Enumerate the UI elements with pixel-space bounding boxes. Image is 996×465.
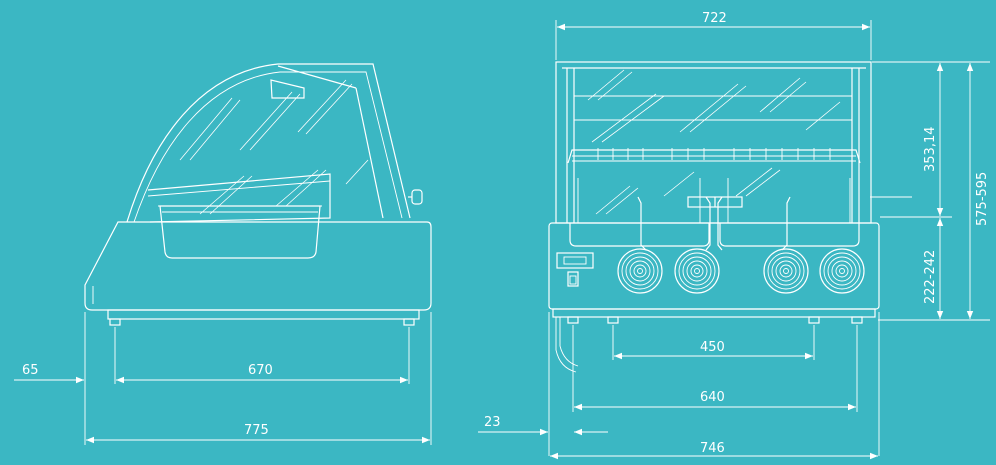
dim-side-inner: 670	[248, 363, 273, 378]
dim-front-top-width: 722	[702, 11, 727, 26]
dim-front-offset: 23	[484, 415, 501, 430]
front-pan-right	[719, 223, 860, 247]
display-icon	[556, 252, 594, 269]
burner-spiral-1	[617, 248, 663, 294]
side-inner-shelf	[147, 173, 331, 223]
dim-lower-height: 222-242	[923, 250, 938, 304]
front-hood-frame	[555, 61, 872, 224]
side-gastronorm-pan	[159, 205, 321, 259]
front-foot-4	[851, 316, 863, 324]
front-dimensions: 722 353,14 222-242 575-595 450 640 23	[478, 11, 990, 460]
dim-feet-inner: 450	[700, 340, 725, 355]
side-curved-glass-inner	[133, 71, 403, 223]
side-curved-glass	[126, 63, 411, 223]
side-dimensions: 65 670 775	[14, 312, 432, 445]
dim-side-total: 775	[244, 423, 269, 438]
front-base-rail	[552, 308, 876, 318]
front-glass-reflections	[587, 69, 841, 215]
switch-icon	[567, 271, 579, 287]
front-foot-3	[808, 316, 820, 324]
side-rear-glass	[277, 65, 357, 89]
side-base-rail	[107, 309, 420, 320]
front-view	[548, 61, 912, 373]
dim-side-offset: 65	[22, 363, 39, 378]
front-foot-2	[607, 316, 619, 324]
dim-feet-outer: 640	[700, 390, 725, 405]
side-glass-reflections	[179, 79, 369, 215]
side-foot-left	[109, 318, 121, 326]
front-rack-rods	[597, 148, 831, 160]
side-rear-glass-post	[355, 87, 384, 219]
dim-upper-height: 353,14	[923, 127, 938, 173]
side-view	[84, 63, 432, 326]
front-foot-1	[567, 316, 579, 324]
front-pan-left	[569, 223, 710, 247]
side-foot-right	[403, 318, 415, 326]
side-base-body	[84, 221, 432, 311]
front-pan-hangers	[637, 196, 791, 251]
side-lamp-box	[270, 79, 305, 99]
burner-spiral-3	[763, 248, 809, 294]
burner-spiral-2	[674, 248, 720, 294]
dim-total-height: 575-595	[975, 172, 990, 226]
burner-spiral-4	[819, 248, 865, 294]
front-rack-top	[567, 149, 861, 164]
dim-front-total-width: 746	[700, 441, 725, 456]
side-knob	[411, 189, 423, 205]
